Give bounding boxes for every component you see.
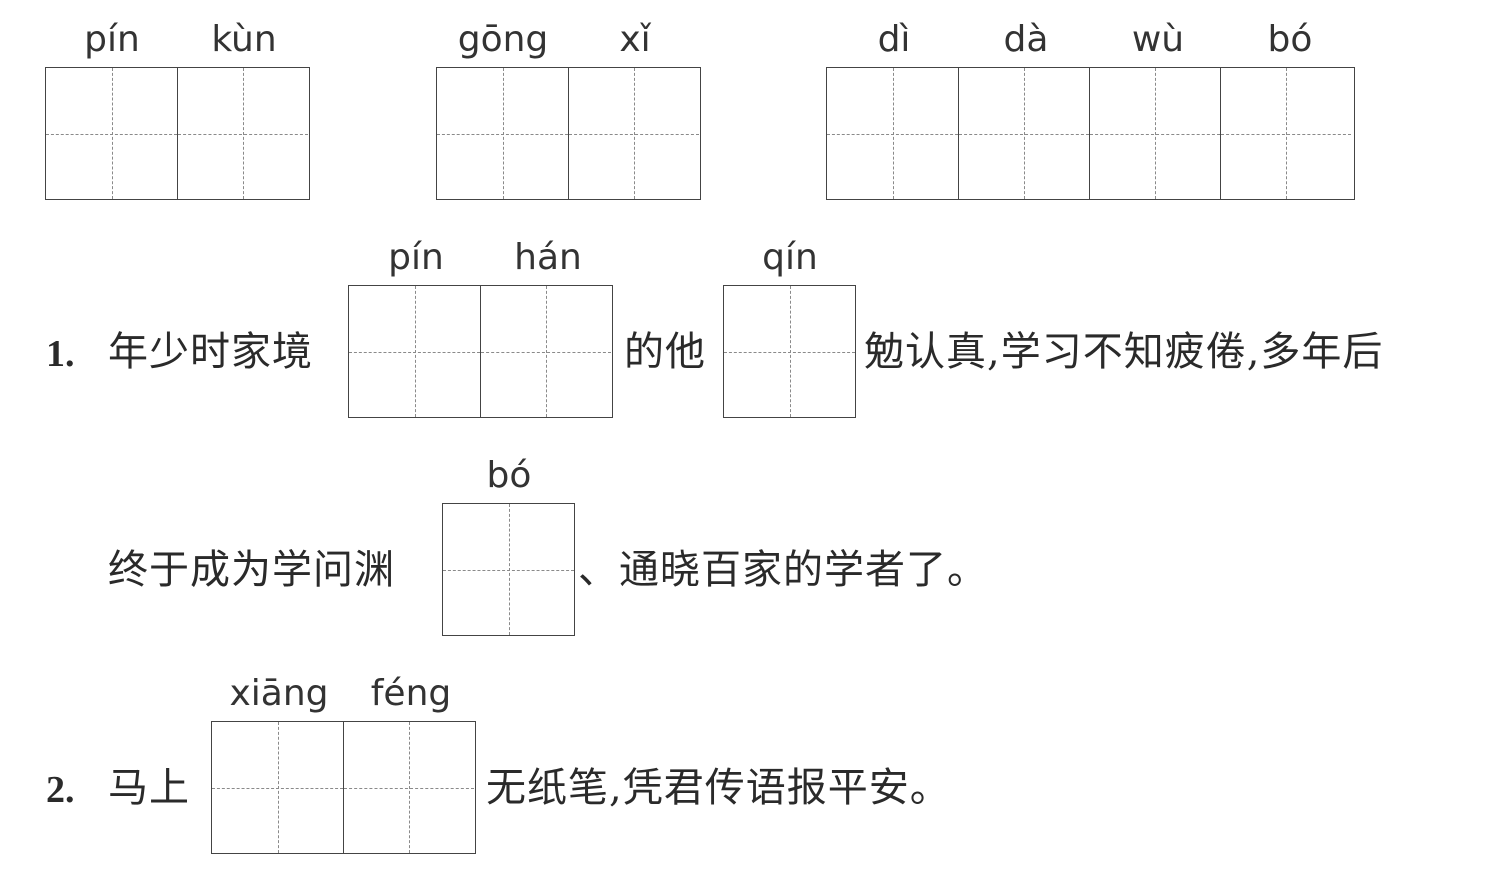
pinyin-label: qín (762, 237, 818, 278)
writing-cell[interactable] (724, 286, 855, 417)
pinyin-label: gōng (457, 19, 549, 60)
writing-cell[interactable] (568, 68, 699, 199)
question-number: 1. (46, 333, 75, 375)
writing-cell[interactable] (349, 286, 480, 417)
pinyin-label: wù (1131, 19, 1185, 60)
sentence-text: 无纸笔,凭君传语报平安。 (486, 765, 951, 811)
pinyin-label: féng (370, 673, 452, 714)
sentence-text: 勉认真,学习不知疲倦,多年后 (864, 329, 1384, 375)
pinyin-label: hán (514, 237, 582, 278)
writing-cell[interactable] (827, 68, 958, 199)
writing-box[interactable] (826, 67, 1355, 200)
writing-cell[interactable] (437, 68, 568, 199)
sentence-text: 、通晓百家的学者了。 (578, 547, 988, 593)
writing-cell[interactable] (46, 68, 177, 199)
pinyin-label: xiāng (229, 673, 329, 714)
writing-cell[interactable] (958, 68, 1089, 199)
sentence-text: 终于成为学问渊 (108, 547, 395, 593)
writing-cell[interactable] (1089, 68, 1220, 199)
pinyin-label: pín (84, 19, 140, 60)
writing-box[interactable] (436, 67, 701, 200)
writing-cell[interactable] (212, 722, 343, 853)
sentence-text: 马上 (108, 765, 190, 811)
pinyin-label: kùn (211, 19, 277, 60)
writing-cell[interactable] (177, 68, 308, 199)
writing-cell[interactable] (480, 286, 611, 417)
pinyin-label: bó (486, 455, 532, 496)
writing-cell[interactable] (343, 722, 474, 853)
pinyin-label: bó (1267, 19, 1313, 60)
question-number: 2. (46, 769, 75, 811)
pinyin-label: xǐ (619, 19, 651, 60)
pinyin-label: dì (877, 19, 911, 60)
writing-box[interactable] (45, 67, 310, 200)
writing-box[interactable] (723, 285, 856, 418)
writing-box[interactable] (211, 721, 476, 854)
writing-box[interactable] (348, 285, 613, 418)
sentence-text: 年少时家境 (108, 329, 313, 375)
pinyin-label: pín (388, 237, 444, 278)
writing-cell[interactable] (443, 504, 574, 635)
pinyin-label: dà (1003, 19, 1049, 60)
writing-cell[interactable] (1220, 68, 1351, 199)
sentence-text: 的他 (624, 329, 706, 375)
writing-box[interactable] (442, 503, 575, 636)
